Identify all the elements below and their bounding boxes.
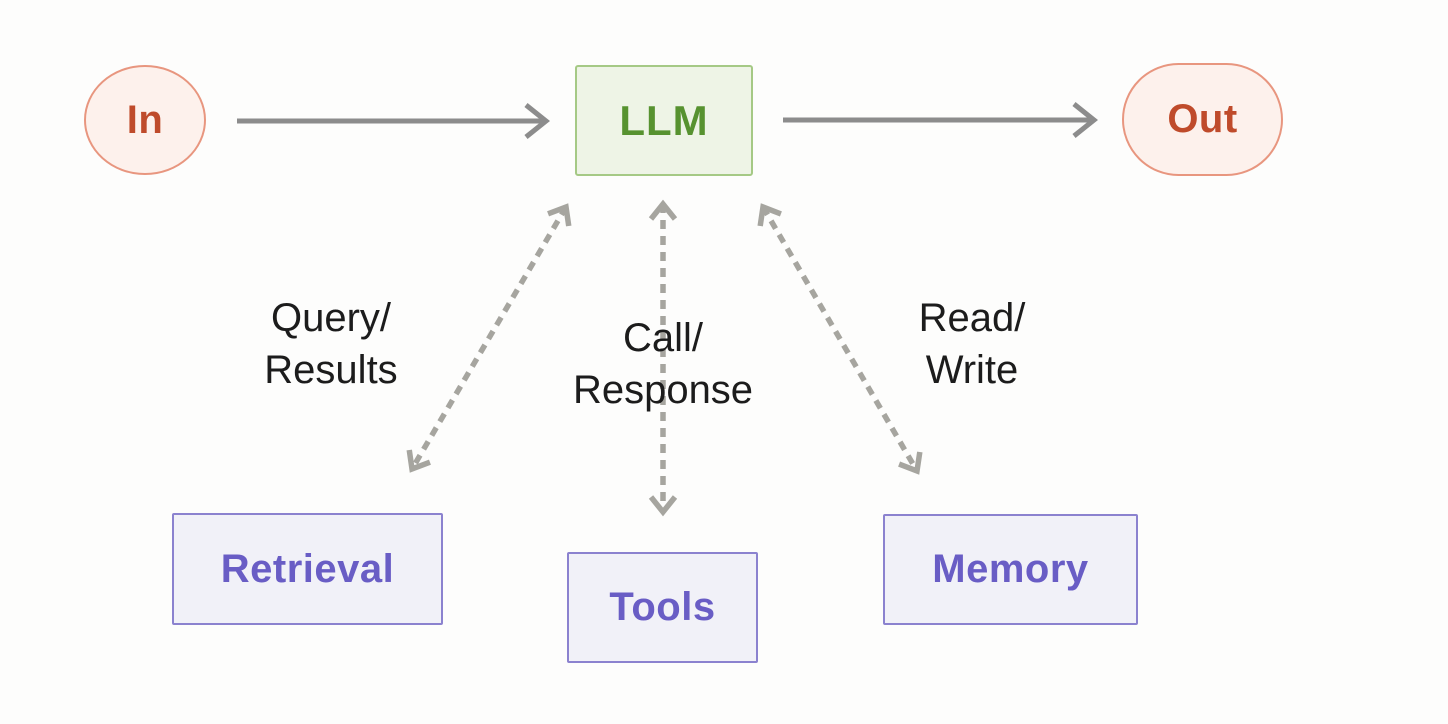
node-in: In [84,65,206,175]
edge-label-read-line2: Write [925,348,1019,392]
node-memory: Memory [883,514,1138,625]
edge-label-call-line1: Call/ [622,316,704,360]
edge-label-query-results: Query/ Results [201,292,461,396]
node-out-label: Out [1167,97,1238,141]
node-llm: LLM [575,65,753,176]
edge-label-read-line1: Read/ [918,296,1026,340]
node-out: Out [1122,63,1283,176]
node-tools-label: Tools [609,585,716,629]
edge-label-call-line2: Response [572,368,754,412]
arrow-llm-retrieval [406,203,572,473]
arrow-llm-memory [757,203,923,475]
node-in-label: In [126,97,164,142]
edge-label-query-line2: Results [264,348,398,392]
node-tools: Tools [567,552,758,663]
edge-label-read-write: Read/ Write [842,292,1102,396]
node-retrieval-label: Retrieval [220,546,395,591]
edge-label-call-response: Call/ Response [533,312,793,416]
node-retrieval: Retrieval [172,513,443,625]
node-llm-label: LLM [619,96,709,144]
node-memory-label: Memory [932,547,1089,591]
edge-label-query-line1: Query/ [270,296,392,340]
